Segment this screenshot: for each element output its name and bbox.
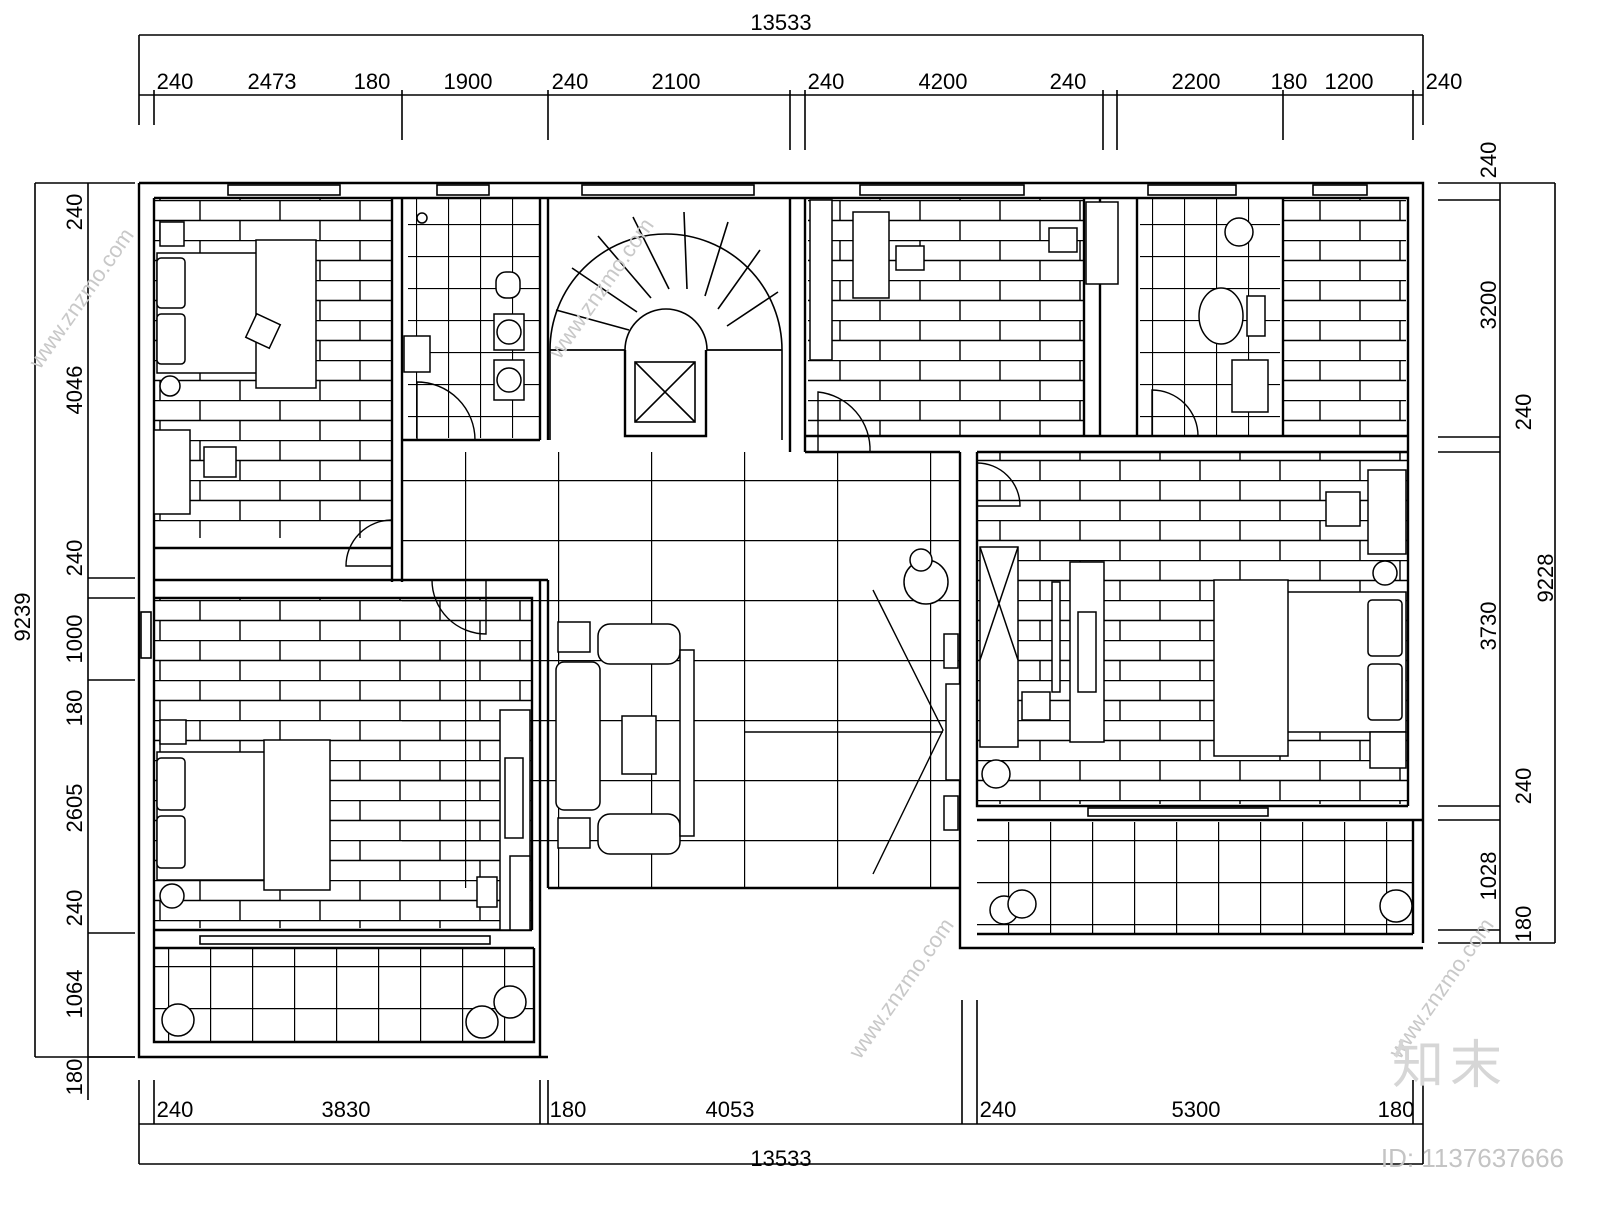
dim-top-1: 240 bbox=[157, 69, 194, 94]
dim-right-total: 9228 bbox=[1533, 554, 1558, 603]
watermark-id: ID: 1137637666 bbox=[1380, 1143, 1564, 1173]
dim-top-total: 13533 bbox=[750, 10, 811, 35]
windows bbox=[140, 184, 1368, 945]
watermark-brand-logo: 知末 bbox=[1391, 1037, 1508, 1095]
dim-left-8: 1064 bbox=[62, 970, 87, 1019]
dim-top-7: 240 bbox=[808, 69, 845, 94]
dim-top-11: 180 bbox=[1271, 69, 1308, 94]
spiral-staircase bbox=[549, 211, 783, 440]
dim-top-13: 240 bbox=[1426, 69, 1463, 94]
watermark-text-2: www.znzmo.com bbox=[543, 213, 659, 363]
dim-right-4: 3730 bbox=[1476, 602, 1501, 651]
dim-left-4: 1000 bbox=[62, 615, 87, 664]
dim-right-6: 1028 bbox=[1476, 852, 1501, 901]
dim-left-9: 180 bbox=[62, 1059, 87, 1096]
dim-bottom-7: 180 bbox=[1378, 1097, 1415, 1122]
dim-top-8: 4200 bbox=[919, 69, 968, 94]
dim-left-total: 9239 bbox=[10, 593, 35, 642]
dim-left-7: 240 bbox=[62, 890, 87, 927]
dim-top-12: 1200 bbox=[1325, 69, 1374, 94]
dim-top-3: 180 bbox=[354, 69, 391, 94]
dim-top-10: 2200 bbox=[1172, 69, 1221, 94]
dim-right-5: 240 bbox=[1511, 768, 1536, 805]
dim-right-1: 240 bbox=[1476, 142, 1501, 179]
dim-bottom-6: 5300 bbox=[1172, 1097, 1221, 1122]
dim-bottom-2: 3830 bbox=[322, 1097, 371, 1122]
dim-left-2: 4046 bbox=[62, 366, 87, 415]
dim-left-1: 240 bbox=[62, 194, 87, 231]
dim-left-6: 2605 bbox=[62, 784, 87, 833]
dim-bottom-4: 4053 bbox=[706, 1097, 755, 1122]
dim-right-2: 3200 bbox=[1476, 281, 1501, 330]
furniture bbox=[153, 199, 1413, 1039]
dim-right-3: 240 bbox=[1511, 394, 1536, 431]
dim-top-9: 240 bbox=[1050, 69, 1087, 94]
watermark-text-1: www.znzmo.com bbox=[23, 223, 139, 373]
dim-top-2: 2473 bbox=[248, 69, 297, 94]
dim-bottom-1: 240 bbox=[157, 1097, 194, 1122]
dimension-lines bbox=[34, 34, 1556, 1165]
walls bbox=[137, 181, 1425, 1059]
dim-left-5: 180 bbox=[62, 690, 87, 727]
dim-bottom-5: 240 bbox=[980, 1097, 1017, 1122]
doors bbox=[345, 381, 1199, 875]
dim-top-5: 240 bbox=[552, 69, 589, 94]
dimension-labels: 13533 240 2473 180 1900 240 2100 240 420… bbox=[10, 10, 1558, 1171]
dim-bottom-3: 180 bbox=[550, 1097, 587, 1122]
dim-right-7: 180 bbox=[1511, 906, 1536, 943]
dim-bottom-total: 13533 bbox=[750, 1146, 811, 1171]
dim-top-4: 1900 bbox=[444, 69, 493, 94]
watermark-text-3: www.znzmo.com bbox=[843, 913, 959, 1063]
dim-left-3: 240 bbox=[62, 540, 87, 577]
dim-top-6: 2100 bbox=[652, 69, 701, 94]
